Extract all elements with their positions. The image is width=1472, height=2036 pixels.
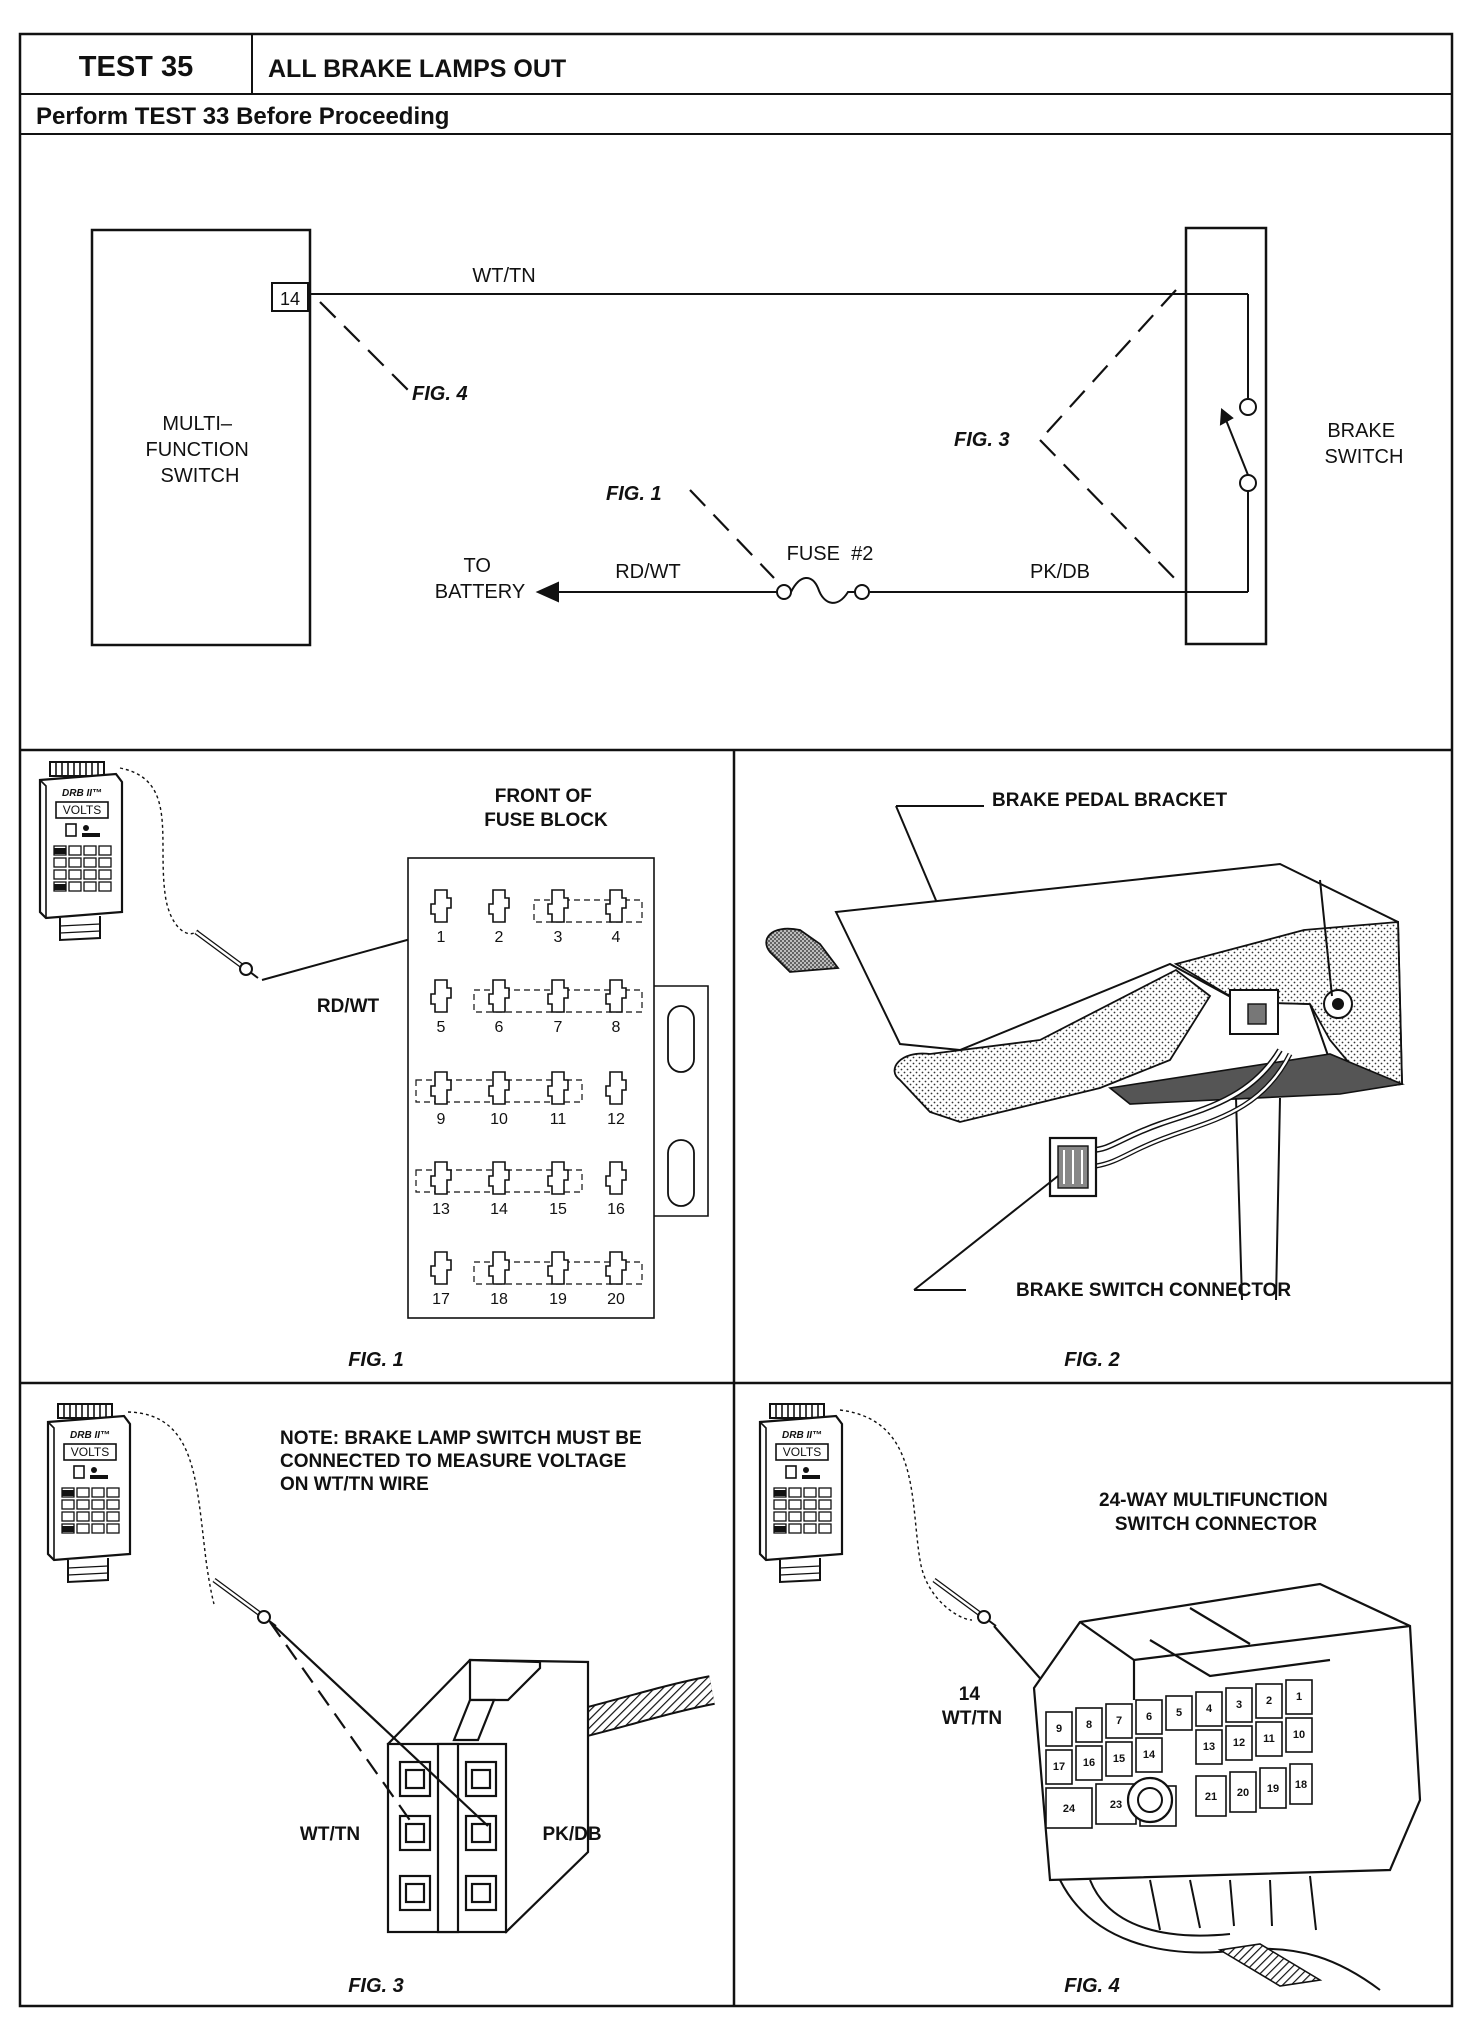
svg-text:2: 2 [495, 929, 504, 946]
svg-text:15: 15 [549, 1201, 567, 1218]
brake-switch-label: BRAKE SWITCH [1325, 420, 1404, 468]
svg-text:12: 12 [607, 1111, 625, 1128]
fig-4-panel: DRB II™ VOLTS 24-WAY MULTIFUNCTION SWITC… [758, 1402, 1422, 1997]
svg-text:VOLTS: VOLTS [71, 1445, 109, 1459]
svg-text:11: 11 [1263, 1733, 1275, 1745]
test-number: TEST 35 [79, 51, 193, 83]
svg-text:2: 2 [1266, 1695, 1272, 1707]
svg-text:3: 3 [554, 929, 563, 946]
svg-text:11: 11 [550, 1111, 567, 1128]
fuse-numbers: 1 2 3 4 5 6 7 8 9 10 11 12 13 14 15 16 1… [432, 929, 625, 1308]
fig-3-pk-db-label: PK/DB [542, 1824, 601, 1845]
drb-meter-icon: DRB II™ VOLTS [38, 760, 124, 942]
drb-meter-icon: DRB II™ VOLTS [758, 1402, 844, 1584]
svg-text:10: 10 [490, 1111, 508, 1128]
fig-1-wire-label: RD/WT [317, 996, 380, 1017]
wire-rd-wt-label: RD/WT [615, 561, 681, 583]
brake-pedal-bracket-label: BRAKE PEDAL BRACKET [992, 790, 1227, 811]
svg-text:17: 17 [432, 1291, 450, 1308]
fig-2-caption: FIG. 2 [1064, 1349, 1120, 1371]
multifunction-connector [1032, 1582, 1422, 1991]
svg-text:6: 6 [1146, 1711, 1152, 1723]
multifunction-connector-title: 24-WAY MULTIFUNCTION SWITCH CONNECTOR [1099, 1490, 1333, 1535]
svg-text:20: 20 [1237, 1787, 1249, 1799]
fig-3-note: NOTE: BRAKE LAMP SWITCH MUST BE CONNECTE… [280, 1428, 647, 1495]
fig-1-panel: DRB II™ VOLTS RD/WT FRONT OF FUSE BLOCK [38, 760, 709, 1371]
svg-text:20: 20 [607, 1291, 625, 1308]
bracket-left-arm [765, 927, 840, 973]
svg-text:1: 1 [437, 929, 446, 946]
svg-text:23: 23 [1110, 1799, 1122, 1811]
brake-switch-connector-icon [1048, 1136, 1098, 1198]
svg-text:9: 9 [1056, 1723, 1062, 1735]
fig-4-reference: FIG. 4 [412, 383, 468, 405]
fig-2-panel: BRAKE PEDAL BRACKET BRAKE SWITC [765, 790, 1405, 1371]
wiring-schematic [90, 226, 1268, 647]
fig-4-caption: FIG. 4 [1064, 1975, 1120, 1997]
svg-text:8: 8 [612, 1019, 621, 1036]
fig-4-pin-label: 14 WT/TN [942, 1684, 1002, 1729]
fig-3-panel: DRB II™ VOLTS NOTE: BRAKE LAMP SWITCH MU… [46, 1402, 715, 1997]
svg-text:16: 16 [607, 1201, 625, 1218]
fig-3-caption: FIG. 3 [348, 1975, 404, 1997]
svg-text:9: 9 [437, 1111, 446, 1128]
svg-text:16: 16 [1083, 1757, 1095, 1769]
svg-text:13: 13 [1203, 1741, 1215, 1753]
multifunction-switch-box [90, 228, 312, 647]
svg-text:5: 5 [1176, 1707, 1182, 1719]
brake-lamp-switch-connector [386, 1658, 590, 1934]
brake-switch-connector-label: BRAKE SWITCH CONNECTOR [1016, 1280, 1291, 1301]
svg-text:14: 14 [1143, 1749, 1156, 1761]
test-title: ALL BRAKE LAMPS OUT [268, 55, 566, 83]
svg-text:18: 18 [1295, 1779, 1307, 1791]
fig-3-wt-tn-label: WT/TN [300, 1824, 360, 1845]
svg-text:3: 3 [1236, 1699, 1242, 1711]
to-battery-label: TO BATTERY [435, 555, 525, 603]
svg-text:24: 24 [1063, 1803, 1076, 1815]
fig-1-caption: FIG. 1 [348, 1349, 404, 1371]
svg-text:15: 15 [1113, 1753, 1125, 1765]
drb-meter-icon: DRB II™ VOLTS [46, 1402, 132, 1584]
svg-text:21: 21 [1205, 1791, 1217, 1803]
fuse-2-label: FUSE #2 [787, 543, 874, 565]
probe-icon [196, 932, 258, 978]
svg-text:VOLTS: VOLTS [63, 803, 101, 817]
page-frame [18, 32, 1454, 2008]
svg-text:1: 1 [1296, 1691, 1302, 1703]
svg-text:DRB II™: DRB II™ [70, 1430, 110, 1441]
svg-text:18: 18 [490, 1291, 508, 1308]
svg-text:12: 12 [1233, 1737, 1245, 1749]
svg-text:7: 7 [554, 1019, 563, 1036]
pin-14-label: 14 [280, 289, 300, 309]
brake-switch-box [1184, 226, 1268, 646]
svg-text:14: 14 [490, 1201, 508, 1218]
svg-text:17: 17 [1053, 1761, 1065, 1773]
probe-icon [214, 1580, 276, 1626]
fig-3-reference: FIG. 3 [954, 429, 1010, 451]
svg-text:6: 6 [495, 1019, 504, 1036]
svg-text:19: 19 [1267, 1783, 1279, 1795]
svg-text:VOLTS: VOLTS [783, 1445, 821, 1459]
fig-1-reference: FIG. 1 [606, 483, 662, 505]
multifunction-switch-label: MULTI– FUNCTION SWITCH [146, 413, 255, 487]
svg-text:7: 7 [1116, 1715, 1122, 1727]
svg-text:10: 10 [1293, 1729, 1305, 1741]
svg-text:4: 4 [612, 929, 621, 946]
svg-text:4: 4 [1206, 1703, 1213, 1715]
svg-text:DRB II™: DRB II™ [782, 1430, 822, 1441]
svg-text:8: 8 [1086, 1719, 1092, 1731]
svg-text:13: 13 [432, 1201, 450, 1218]
wire-wt-tn-label: WT/TN [472, 265, 535, 287]
prerequisite-note: Perform TEST 33 Before Proceeding [36, 103, 449, 130]
svg-text:5: 5 [437, 1019, 446, 1036]
svg-text:DRB II™: DRB II™ [62, 788, 102, 799]
svg-text:19: 19 [549, 1291, 567, 1308]
wire-pk-db-label: PK/DB [1030, 561, 1090, 583]
fuse-block-title: FRONT OF FUSE BLOCK [484, 786, 608, 831]
